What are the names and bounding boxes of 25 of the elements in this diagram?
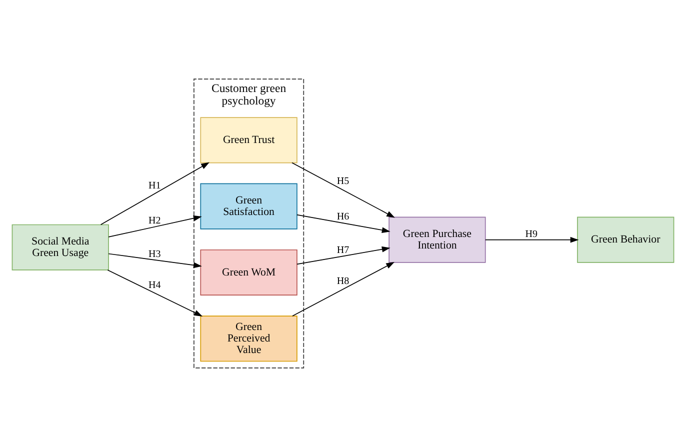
- arrow: [296, 214, 390, 233]
- arrow: [296, 246, 390, 265]
- edge-label: H2: [148, 216, 161, 227]
- arrow: [292, 262, 395, 316]
- edge-label: H8: [336, 276, 350, 287]
- edge-label: H5: [336, 176, 350, 188]
- node-box: Green Satisfaction: [200, 183, 298, 230]
- arrow: [108, 215, 202, 238]
- edge-label: H3: [148, 249, 161, 260]
- arrow: [100, 162, 210, 226]
- edge-label: H9: [525, 228, 538, 240]
- node-box: Social Media Green Usage: [12, 224, 109, 270]
- edge-label: H4: [148, 280, 161, 292]
- node-box: Green Purchase Intention: [388, 216, 486, 263]
- arrow: [292, 162, 395, 218]
- node-box: Green Behavior: [577, 216, 674, 263]
- arrow: [107, 270, 203, 316]
- arrow: [485, 236, 579, 243]
- node-box: Green Perceived Value: [200, 316, 298, 362]
- edge-label: H7: [336, 244, 350, 256]
- edge-label: H6: [336, 211, 350, 222]
- node-box: Green WoM: [200, 249, 298, 296]
- node-box: Green Trust: [200, 117, 298, 164]
- arrow: [108, 253, 202, 268]
- edge-label: H1: [148, 180, 161, 192]
